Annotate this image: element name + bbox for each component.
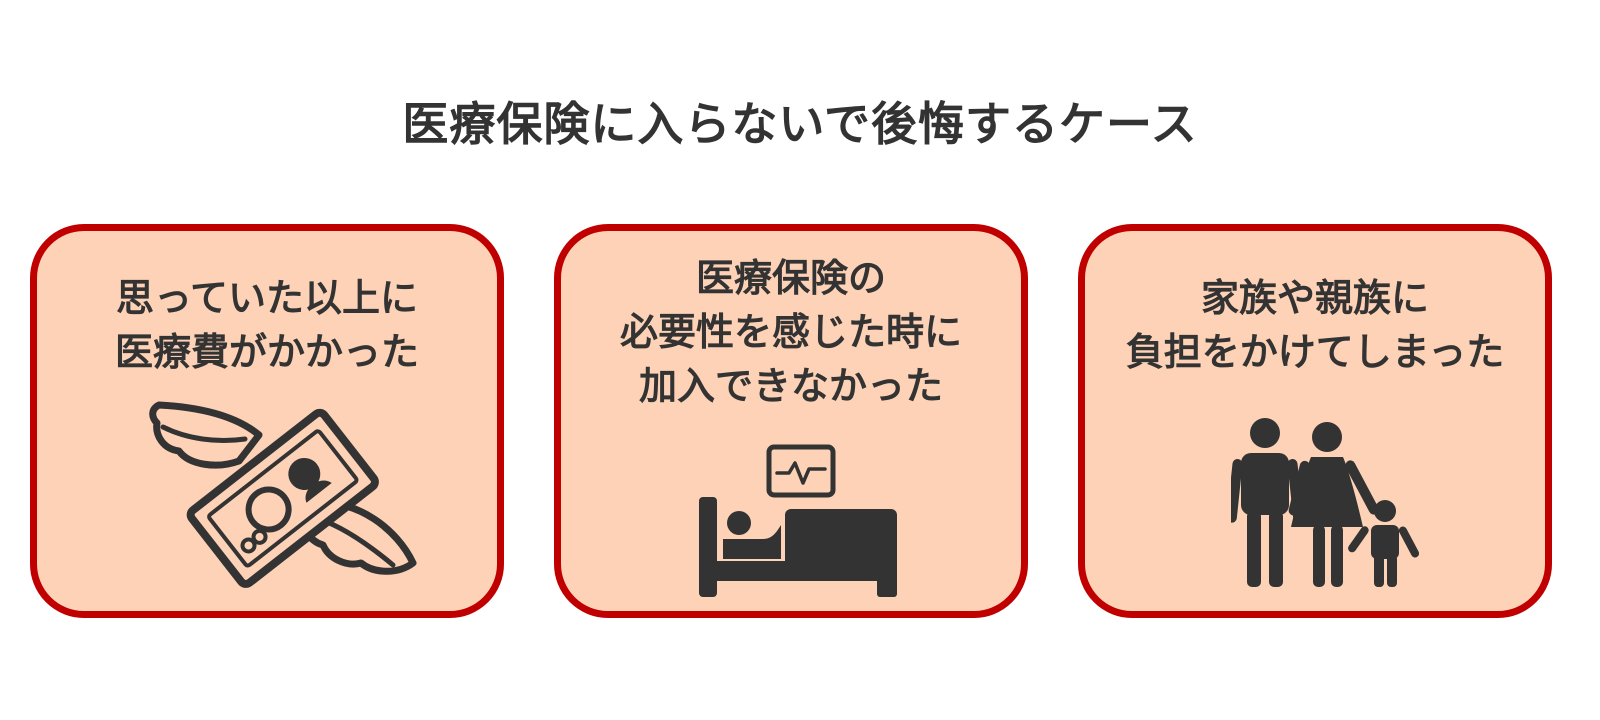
- case-card-line: 医療保険の: [695, 256, 886, 300]
- family-icon: [1231, 418, 1420, 587]
- case-card-text: 家族や親族に 負担をかけてしまった: [1085, 271, 1545, 379]
- case-card-could-not-enroll: 医療保険の 必要性を感じた時に 加入できなかった: [554, 224, 1028, 618]
- case-card-line: 負担をかけてしまった: [1125, 330, 1505, 374]
- case-card-family-burden: 家族や親族に 負担をかけてしまった: [1078, 224, 1552, 618]
- case-card-line: 医療費がかかった: [114, 330, 419, 374]
- case-card-line: 家族や親族に: [1200, 276, 1429, 320]
- case-card-medical-costs: 思っていた以上に 医療費がかかった: [30, 224, 504, 618]
- page-title: 医療保険に入らないで後悔するケース: [402, 97, 1198, 151]
- case-card-line: 思っていた以上に: [115, 276, 419, 320]
- case-card-text: 思っていた以上に 医療費がかかった: [37, 271, 497, 379]
- hospital-bed-icon: [699, 444, 897, 597]
- case-card-line: 加入できなかった: [638, 364, 943, 408]
- case-card-line: 必要性を感じた時に: [619, 310, 962, 354]
- flying-money-icon: [149, 401, 417, 588]
- case-card-text: 医療保険の 必要性を感じた時に 加入できなかった: [561, 251, 1021, 413]
